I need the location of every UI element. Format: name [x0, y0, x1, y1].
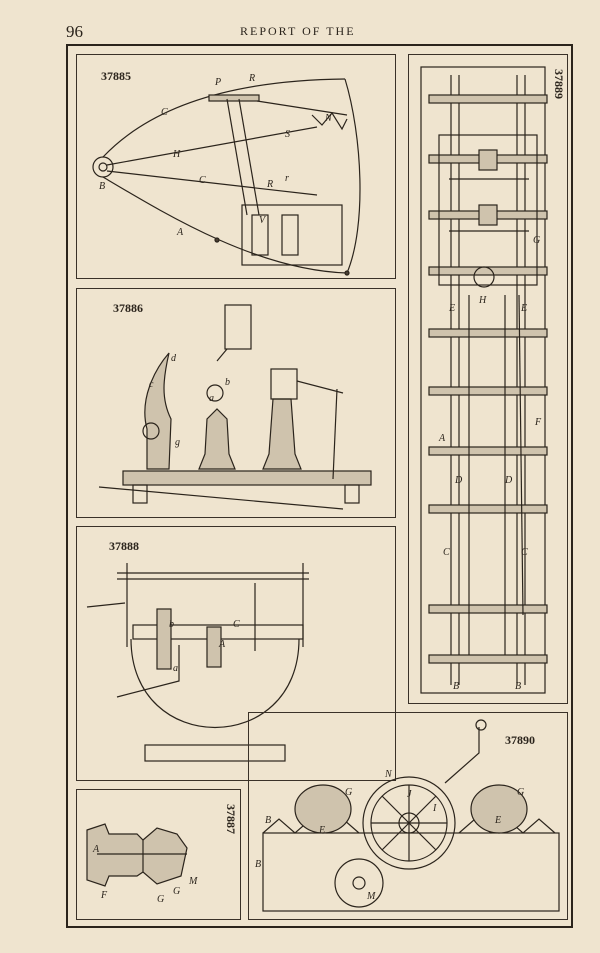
- figure-37885: 37885 P R C H S N B C R r V: [76, 54, 396, 279]
- label-P: P: [215, 77, 222, 88]
- figure-37888-drawing: [86, 563, 309, 762]
- label-G: G: [533, 235, 541, 246]
- label-a: a: [173, 663, 178, 674]
- label-C: C: [233, 619, 240, 630]
- label-H: H: [479, 295, 487, 306]
- label-V: V: [259, 215, 266, 226]
- figure-number: 37889: [552, 69, 566, 99]
- label-G: G: [157, 894, 165, 905]
- label-C: C: [161, 107, 168, 118]
- label-J: J: [407, 789, 412, 800]
- figure-number: 37890: [505, 733, 535, 747]
- figure-37886: 37886 d c b a g: [76, 288, 396, 518]
- label-b: b: [169, 619, 174, 630]
- figure-37890-drawing: [262, 719, 560, 912]
- label-M: M: [189, 876, 198, 887]
- label-a: a: [209, 393, 214, 404]
- label-d: d: [171, 353, 176, 364]
- label-I: I: [433, 803, 437, 814]
- figure-37887-drawing: [86, 823, 188, 887]
- figure-37890: 37890 N J I G G B B E E M: [248, 712, 568, 920]
- label-R2: R: [267, 179, 274, 190]
- label-R: R: [249, 73, 256, 84]
- plate: 37885 P R C H S N B C R r V: [66, 44, 573, 928]
- figure-37885-drawing: [92, 78, 361, 276]
- page-number: 96: [66, 22, 83, 41]
- label-A: A: [177, 227, 184, 238]
- label-E2: E: [521, 303, 528, 314]
- label-B: B: [99, 181, 106, 192]
- label-c: c: [149, 379, 154, 390]
- label-F: F: [101, 890, 108, 901]
- label-A: A: [219, 639, 226, 650]
- label-N: N: [385, 769, 392, 780]
- label-N: N: [325, 113, 332, 124]
- figure-37889-drawing: [420, 66, 548, 694]
- label-C2: C: [199, 175, 206, 186]
- figure-37888: 37888 b C A a: [76, 526, 396, 781]
- label-D2: D: [505, 475, 513, 486]
- label-B: B: [453, 681, 460, 692]
- running-head: REPORT OF THE: [240, 24, 356, 38]
- label-D: D: [455, 475, 463, 486]
- label-B: B: [265, 815, 272, 826]
- label-S: S: [285, 129, 290, 140]
- label-C: C: [443, 547, 450, 558]
- label-H: H: [173, 149, 181, 160]
- figure-number: 37887: [224, 804, 238, 834]
- label-E2: E: [495, 815, 502, 826]
- figure-number: 37885: [101, 69, 131, 83]
- label-G2: G: [173, 886, 181, 897]
- label-G: G: [345, 787, 353, 798]
- label-g: g: [175, 437, 180, 448]
- label-M: M: [367, 891, 376, 902]
- figure-37886-drawing: [98, 304, 372, 510]
- label-b: b: [225, 377, 230, 388]
- figure-37887: 37887 A M F G G: [76, 789, 241, 920]
- figure-37889: 37889 G H: [408, 54, 568, 704]
- label-E: E: [449, 303, 456, 314]
- figure-number: 37886: [113, 301, 143, 315]
- label-F: F: [535, 417, 542, 428]
- label-B2: B: [515, 681, 522, 692]
- label-A: A: [93, 844, 100, 855]
- label-C2: C: [521, 547, 528, 558]
- label-E: E: [319, 825, 326, 836]
- figure-number: 37888: [109, 539, 139, 553]
- label-r: r: [285, 173, 289, 184]
- label-G2: G: [517, 787, 525, 798]
- label-B2: B: [255, 859, 262, 870]
- label-A: A: [439, 433, 446, 444]
